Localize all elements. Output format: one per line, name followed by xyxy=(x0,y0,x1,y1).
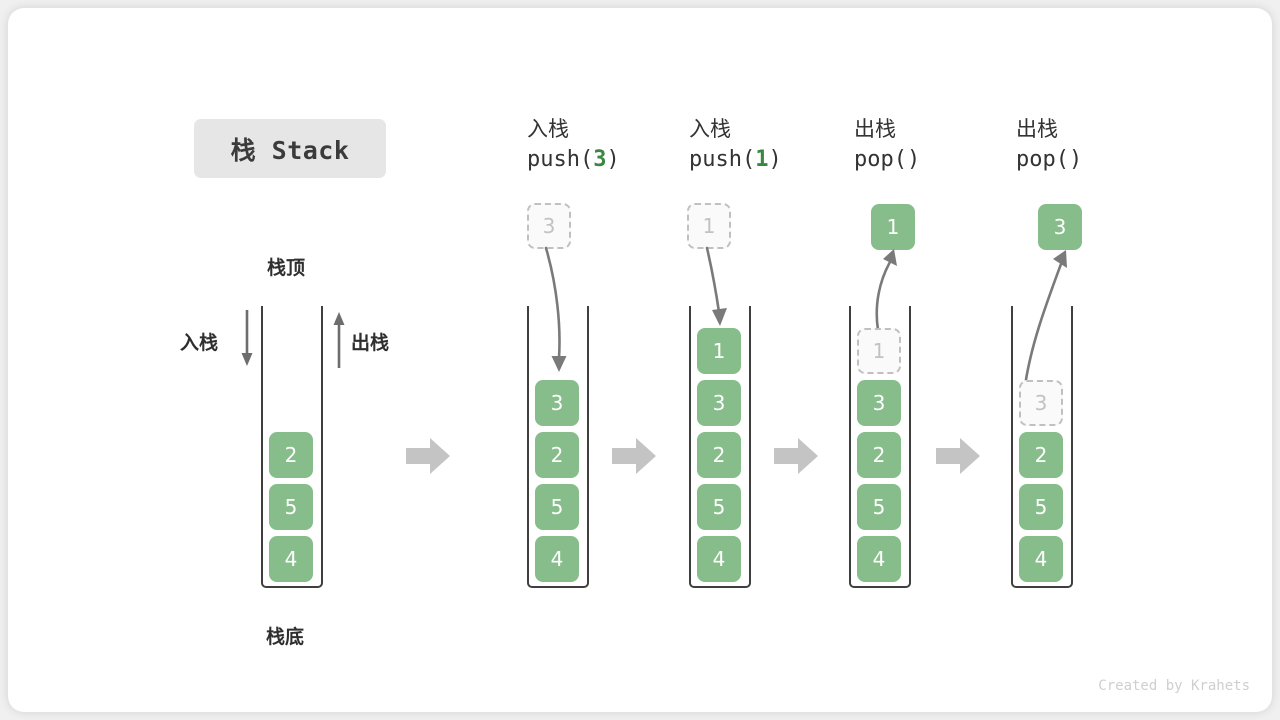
detached-cell: 1 xyxy=(871,204,915,250)
stack-bottom-label: 栈底 xyxy=(266,626,305,648)
stack-cell: 4 xyxy=(535,536,579,582)
stack-frame xyxy=(689,306,751,588)
stack-cell: 3 xyxy=(1019,380,1063,426)
stack-frame xyxy=(261,306,323,588)
detached-cell: 3 xyxy=(527,203,571,249)
stack-cell: 2 xyxy=(697,432,741,478)
transition-arrow-icon xyxy=(612,438,656,474)
stack-top-label: 栈顶 xyxy=(267,257,306,279)
transition-arrow-icon xyxy=(936,438,980,474)
stack-cell: 2 xyxy=(1019,432,1063,478)
push-side-label: 入栈 xyxy=(180,332,219,354)
push-motion-arrow-icon xyxy=(544,246,567,372)
stack-cell: 4 xyxy=(857,536,901,582)
transition-arrow-icon xyxy=(774,438,818,474)
push-motion-arrow-icon xyxy=(705,246,727,326)
pop-side-label: 出栈 xyxy=(351,332,390,354)
title-badge: 栈 Stack xyxy=(194,119,386,178)
column-header-code: push(1) xyxy=(689,144,859,176)
pop-motion-arrow-icon xyxy=(875,249,897,332)
pop-motion-arrow-icon xyxy=(1023,250,1067,388)
push-direction-arrow-icon xyxy=(241,310,253,366)
code-prefix: pop( xyxy=(1016,147,1069,172)
code-arg: 1 xyxy=(755,147,769,172)
column-header-code: push(3) xyxy=(527,144,697,176)
column-header-cn: 入栈 xyxy=(689,117,731,141)
detached-cell: 1 xyxy=(687,203,731,249)
stack-cell: 2 xyxy=(269,432,313,478)
stack-cell: 4 xyxy=(269,536,313,582)
code-prefix: pop( xyxy=(854,147,907,172)
column-header-cn: 出栈 xyxy=(1016,117,1058,141)
stack-cell: 5 xyxy=(1019,484,1063,530)
diagram-card: 栈 Stack 栈顶 栈底 入栈 出栈 2 5 4 入栈 xyxy=(8,8,1272,712)
column-header-cn: 出栈 xyxy=(854,117,896,141)
stack-cell: 4 xyxy=(697,536,741,582)
stack-cell: 1 xyxy=(857,328,901,374)
stack-frame xyxy=(849,306,911,588)
code-suffix: ) xyxy=(906,147,921,172)
stack-cell: 3 xyxy=(535,380,579,426)
stack-cell: 4 xyxy=(1019,536,1063,582)
transition-arrow-icon xyxy=(406,438,450,474)
stack-cell: 5 xyxy=(697,484,741,530)
stack-cell: 3 xyxy=(857,380,901,426)
code-suffix: ) xyxy=(768,147,782,172)
code-prefix: push( xyxy=(689,147,756,172)
stack-cell: 1 xyxy=(697,328,741,374)
column-header-pop-1: 出栈 pop() xyxy=(854,114,1024,176)
column-header-cn: 入栈 xyxy=(527,117,569,141)
column-header-pop-3: 出栈 pop() xyxy=(1016,114,1186,176)
stack-cell: 5 xyxy=(857,484,901,530)
credit-label: Created by Krahets xyxy=(1098,678,1250,694)
column-header-push-3: 入栈 push(3) xyxy=(527,114,697,176)
column-header-code: pop() xyxy=(1016,144,1186,176)
code-prefix: push( xyxy=(527,147,594,172)
title-badge-label: 栈 Stack xyxy=(230,135,350,165)
column-header-push-1: 入栈 push(1) xyxy=(689,114,859,176)
stack-frame xyxy=(1011,306,1073,588)
stack-frame xyxy=(527,306,589,588)
pop-direction-arrow-icon xyxy=(333,312,345,368)
stack-cell: 3 xyxy=(697,380,741,426)
stack-cell: 2 xyxy=(535,432,579,478)
detached-cell: 3 xyxy=(1038,204,1082,250)
stack-cell: 5 xyxy=(535,484,579,530)
stack-cell: 2 xyxy=(857,432,901,478)
stack-cell: 5 xyxy=(269,484,313,530)
code-arg: 3 xyxy=(593,147,607,172)
code-suffix: ) xyxy=(606,147,620,172)
column-header-code: pop() xyxy=(854,144,1024,176)
code-suffix: ) xyxy=(1068,147,1083,172)
